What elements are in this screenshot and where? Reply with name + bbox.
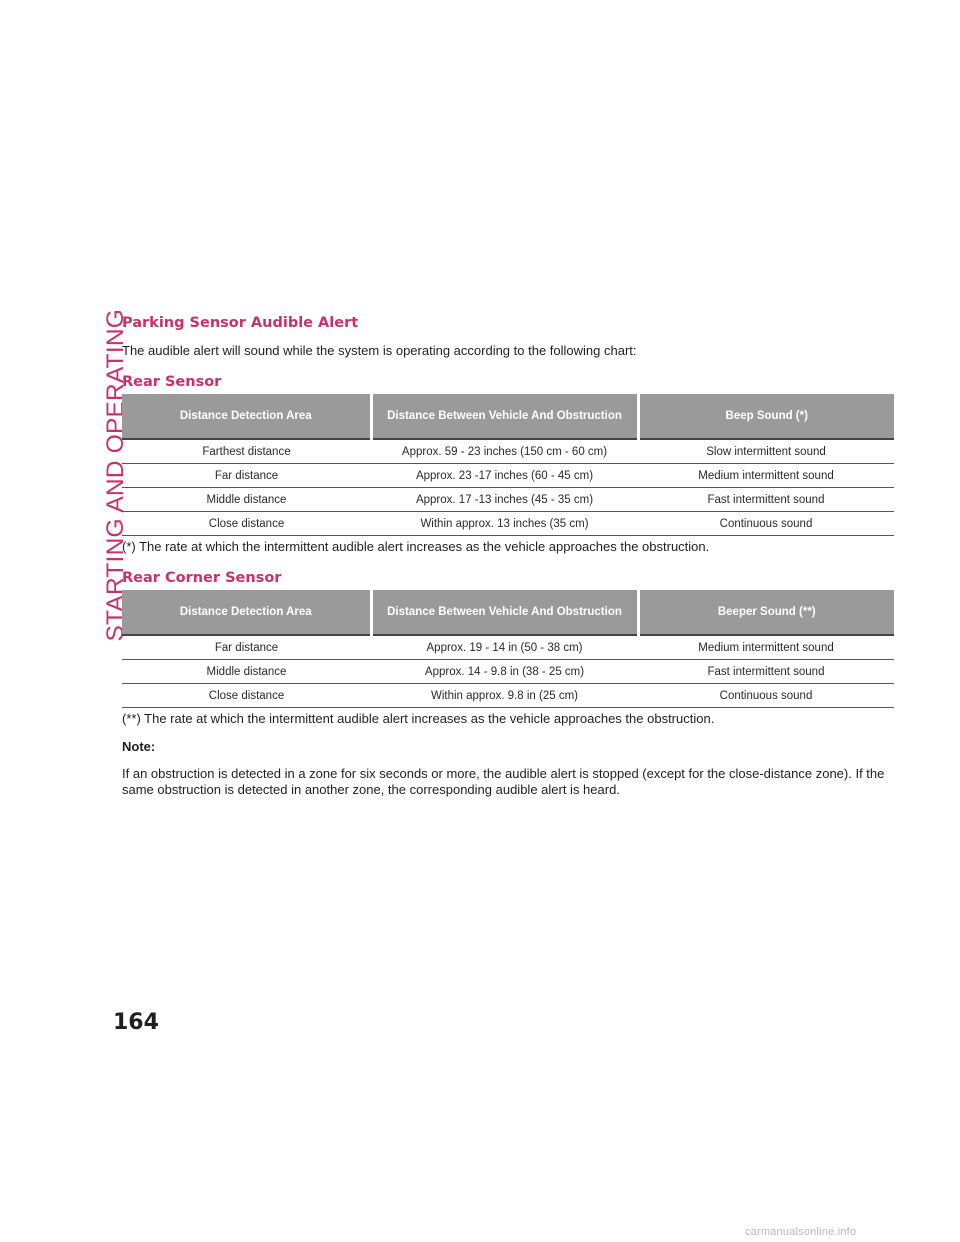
table-row: Close distance Within approx. 9.8 in (25… bbox=[122, 683, 894, 708]
rear-sensor-title: Rear Sensor bbox=[122, 374, 222, 390]
watermark-text: carmanualsonline.info bbox=[745, 1226, 857, 1238]
table-header-row: Distance Detection Area Distance Between… bbox=[122, 590, 894, 635]
table-cell: Continuous sound bbox=[638, 511, 894, 536]
table-row: Close distance Within approx. 13 inches … bbox=[122, 511, 894, 536]
table-cell: Fast intermittent sound bbox=[638, 487, 894, 512]
table-cell: Middle distance bbox=[122, 487, 371, 512]
table-row: Far distance Approx. 19 - 14 in (50 - 38… bbox=[122, 635, 894, 660]
table-row: Middle distance Approx. 17 -13 inches (4… bbox=[122, 487, 894, 512]
table-cell: Within approx. 13 inches (35 cm) bbox=[371, 511, 638, 536]
rear-sensor-footnote: (*) The rate at which the intermittent a… bbox=[122, 539, 710, 554]
section-title: Parking Sensor Audible Alert bbox=[122, 315, 359, 331]
table-cell: Approx. 19 - 14 in (50 - 38 cm) bbox=[371, 635, 638, 660]
rear-corner-sensor-table: Distance Detection Area Distance Between… bbox=[122, 590, 894, 708]
table-cell: Continuous sound bbox=[638, 683, 894, 708]
rear-sensor-table: Distance Detection Area Distance Between… bbox=[122, 394, 894, 536]
table-cell: Close distance bbox=[122, 683, 371, 708]
table-cell: Slow intermittent sound bbox=[638, 439, 894, 464]
table-cell: Approx. 14 - 9.8 in (38 - 25 cm) bbox=[371, 659, 638, 684]
rear-corner-sensor-footnote: (**) The rate at which the intermittent … bbox=[122, 711, 715, 726]
column-header: Distance Detection Area bbox=[122, 590, 373, 635]
table-cell: Fast intermittent sound bbox=[638, 659, 894, 684]
column-header: Distance Between Vehicle And Obstruction bbox=[369, 394, 640, 439]
column-header: Distance Between Vehicle And Obstruction bbox=[369, 590, 640, 635]
table-cell: Far distance bbox=[122, 463, 371, 488]
table-cell: Medium intermittent sound bbox=[638, 635, 894, 660]
table-cell: Approx. 17 -13 inches (45 - 35 cm) bbox=[371, 487, 638, 512]
column-header: Beep Sound (*) bbox=[636, 394, 894, 439]
intro-text: The audible alert will sound while the s… bbox=[122, 343, 637, 358]
table-header-row: Distance Detection Area Distance Between… bbox=[122, 394, 894, 439]
column-header: Beeper Sound (**) bbox=[636, 590, 894, 635]
table-cell: Medium intermittent sound bbox=[638, 463, 894, 488]
table-cell: Approx. 59 - 23 inches (150 cm - 60 cm) bbox=[371, 439, 638, 464]
page-number: 164 bbox=[113, 1010, 159, 1035]
table-cell: Farthest distance bbox=[122, 439, 371, 464]
table-row: Middle distance Approx. 14 - 9.8 in (38 … bbox=[122, 659, 894, 684]
rear-corner-sensor-title: Rear Corner Sensor bbox=[122, 570, 282, 586]
note-text: If an obstruction is detected in a zone … bbox=[122, 766, 885, 797]
note-heading: Note: bbox=[122, 739, 156, 754]
column-header: Distance Detection Area bbox=[122, 394, 373, 439]
table-cell: Far distance bbox=[122, 635, 371, 660]
table-cell: Within approx. 9.8 in (25 cm) bbox=[371, 683, 638, 708]
table-cell: Close distance bbox=[122, 511, 371, 536]
table-row: Far distance Approx. 23 -17 inches (60 -… bbox=[122, 463, 894, 488]
page-content: Parking Sensor Audible Alert The audible… bbox=[122, 314, 896, 798]
table-cell: Middle distance bbox=[122, 659, 371, 684]
table-row: Farthest distance Approx. 59 - 23 inches… bbox=[122, 439, 894, 464]
table-cell: Approx. 23 -17 inches (60 - 45 cm) bbox=[371, 463, 638, 488]
